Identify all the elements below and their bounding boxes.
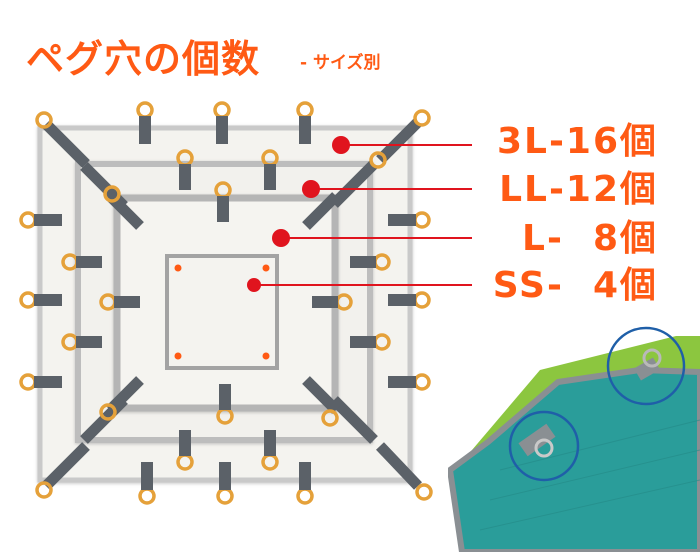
edge-strap [217,196,229,222]
grommet-icon [263,353,270,360]
edge-strap [76,256,102,268]
marker-dot-l [272,229,290,247]
d-ring-icon [415,111,429,125]
d-ring-icon [218,489,232,503]
d-ring-icon [215,103,229,117]
marker-dot-ll [302,180,320,198]
edge-strap [219,384,231,410]
d-ring-icon [417,485,431,499]
size-label-l: L- 8個 [478,219,658,259]
edge-strap [34,214,62,226]
edge-strap [141,462,153,490]
edge-strap [34,294,62,306]
edge-strap [388,376,416,388]
mat-corner-photo [448,330,700,552]
size-label-ss: SS- 4個 [478,266,658,306]
edge-strap [179,164,191,190]
d-ring-icon [415,213,429,227]
d-ring-icon [37,113,51,127]
edge-strap [114,296,140,308]
mat-ss [167,256,277,368]
size-label-3l: 3L-16個 [478,122,658,162]
d-ring-icon [21,375,35,389]
edge-strap [264,164,276,190]
d-ring-icon [415,375,429,389]
edge-strap [76,336,102,348]
marker-dot-3l [332,136,350,154]
d-ring-icon [140,489,154,503]
grommet-icon [175,353,182,360]
d-ring-icon [138,103,152,117]
edge-strap [34,376,62,388]
edge-strap [139,116,151,144]
grommet-icon [263,265,270,272]
edge-strap [264,430,276,456]
d-ring-icon [415,293,429,307]
edge-strap [219,462,231,490]
d-ring-icon [21,293,35,307]
edge-strap [388,294,416,306]
d-ring-icon [298,489,312,503]
edge-strap [299,116,311,144]
edge-strap [388,214,416,226]
edge-strap [350,336,376,348]
grommet-icon [175,265,182,272]
edge-strap [216,116,228,144]
d-ring-icon [298,103,312,117]
edge-strap [179,430,191,456]
edge-strap [312,296,338,308]
d-ring-icon [21,213,35,227]
d-ring-icon [37,483,51,497]
marker-dot-ss [247,278,261,292]
edge-strap [350,256,376,268]
edge-strap [299,462,311,490]
size-label-ll: LL-12個 [478,170,658,210]
